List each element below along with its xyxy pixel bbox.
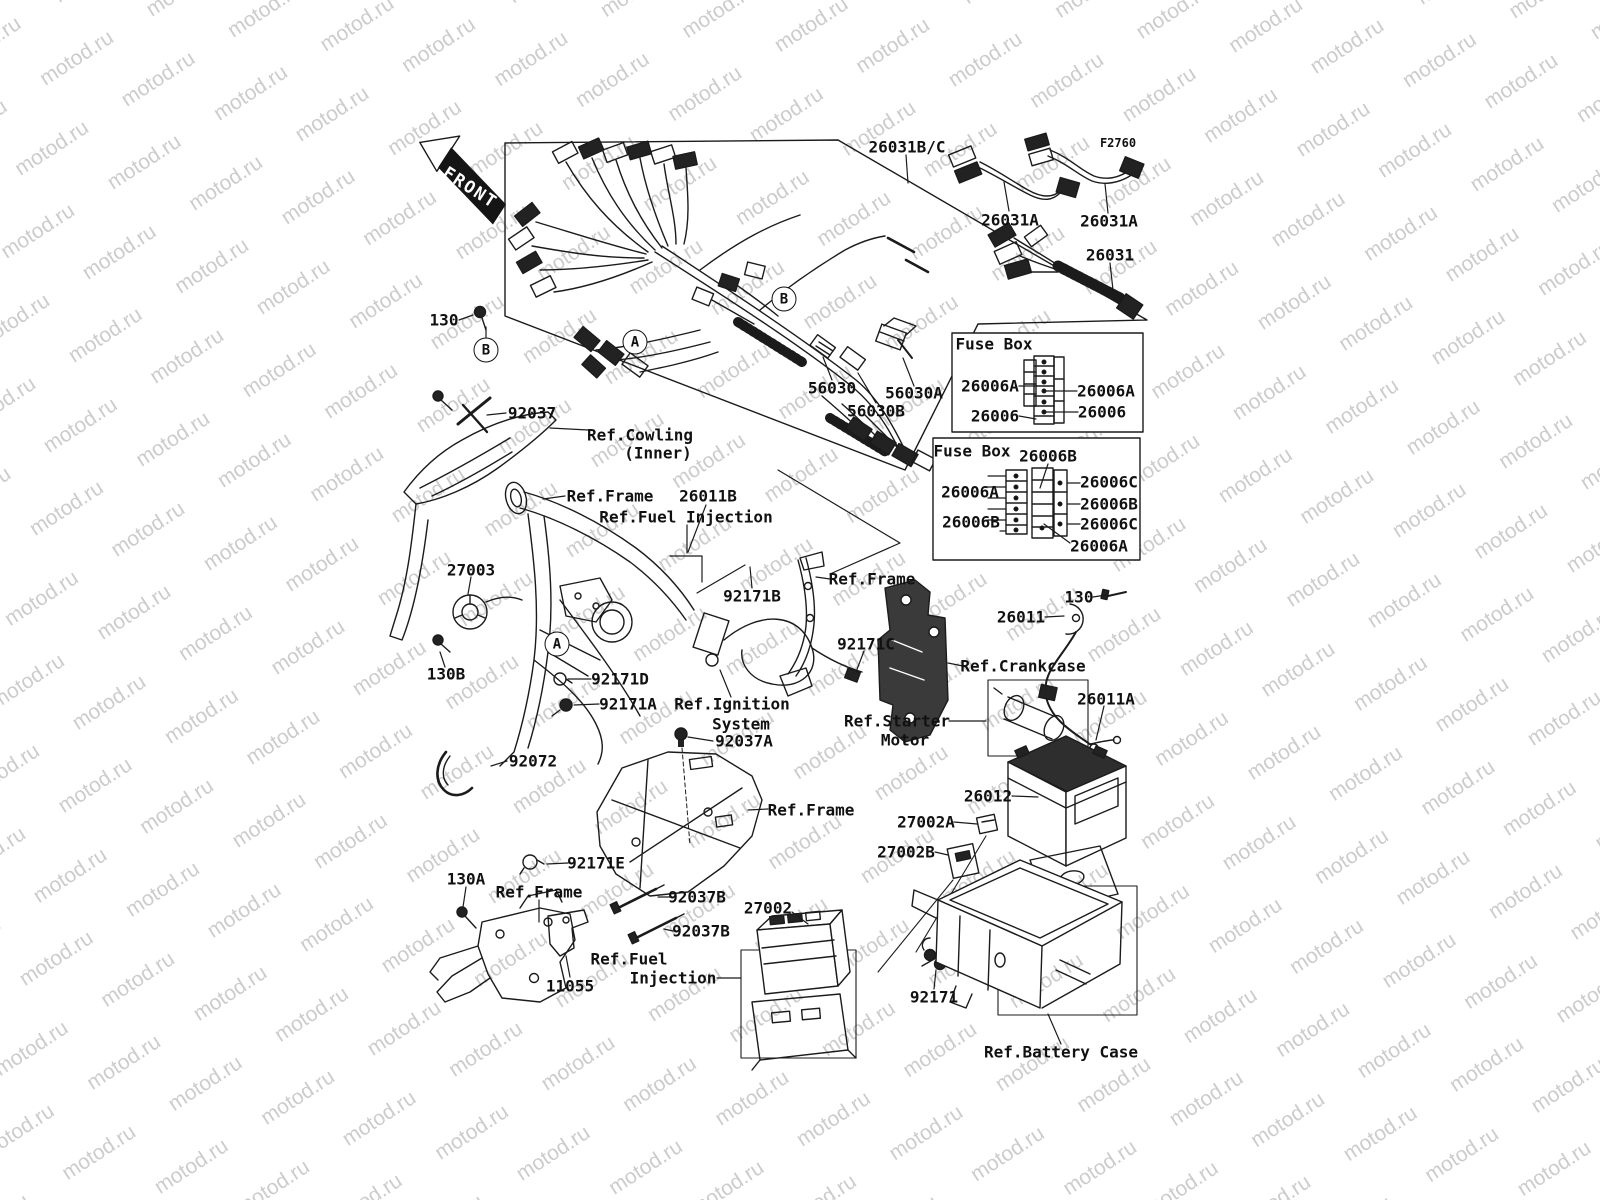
part-label: Ref.Cowling	[587, 425, 693, 445]
part-label: 56030	[807, 378, 857, 398]
part-label: 92037	[507, 403, 557, 423]
part-label: (Inner)	[624, 443, 692, 463]
callout-circle-b: B	[771, 286, 797, 312]
part-label: 27002	[743, 898, 793, 918]
part-label: System	[712, 714, 770, 734]
part-label: 26006C	[1080, 472, 1138, 492]
part-label: 26006B	[1080, 494, 1138, 514]
part-label: 26012	[963, 786, 1013, 806]
part-label: Fuse Box	[955, 334, 1033, 354]
part-label: Ref.Crankcase	[960, 656, 1086, 676]
part-label: 26031A	[1080, 211, 1138, 231]
part-label: Ref.Frame	[566, 486, 654, 506]
part-label: Fuse Box	[933, 441, 1011, 461]
part-label: 92171D	[591, 669, 649, 689]
part-label: 56030B	[847, 401, 905, 421]
part-label: 26006B	[1019, 446, 1077, 466]
leader-lines	[439, 154, 1114, 1045]
part-label: 92037A	[715, 731, 773, 751]
fuse-box-1	[951, 332, 1144, 433]
part-label: Ref.Starter	[844, 711, 950, 731]
part-label: 130	[429, 310, 459, 330]
part-label: Ref.Battery Case	[983, 1042, 1139, 1062]
callout-circle-b: B	[473, 337, 499, 363]
part-label: F2760	[1099, 136, 1137, 150]
part-label: 27003	[446, 560, 496, 580]
part-label: 92171C	[837, 634, 895, 654]
part-label: 11055	[545, 976, 595, 996]
part-label: 92171A	[599, 694, 657, 714]
part-label: Ref.Fuel	[590, 949, 668, 969]
part-label: 92171B	[723, 586, 781, 606]
callout-circle-a: A	[544, 631, 570, 657]
part-label: 92171E	[567, 853, 625, 873]
part-label: Injection	[629, 968, 717, 988]
part-label: 26011	[996, 607, 1046, 627]
part-label: 92171	[909, 987, 959, 1007]
part-label: 26006A	[1077, 381, 1135, 401]
part-label: Ref.Frame	[828, 569, 916, 589]
part-label: 26031B/C	[868, 137, 946, 157]
part-label: 26011A	[1077, 689, 1135, 709]
part-label: 92037B	[672, 921, 730, 941]
part-label: 26006A	[961, 376, 1019, 396]
part-label: 92072	[508, 751, 558, 771]
part-label: Ref.Fuel Injection	[599, 507, 773, 527]
harness-enclosure	[504, 139, 1148, 471]
part-label: 130B	[426, 664, 466, 684]
callout-circle-a: A	[622, 329, 648, 355]
part-label: 26006B	[942, 512, 1000, 532]
part-label: 26006A	[941, 482, 999, 502]
part-label: 130	[1064, 587, 1094, 607]
part-label: 26031A	[981, 210, 1039, 230]
part-label: Ref.Frame	[767, 800, 855, 820]
part-label: 130A	[446, 869, 486, 889]
part-label: 26006	[1077, 402, 1127, 422]
part-label: 27002A	[897, 812, 955, 832]
part-label: 92037B	[668, 887, 726, 907]
part-label: 26006	[970, 406, 1020, 426]
fuse-box-2	[932, 437, 1141, 561]
part-label: 26011B	[679, 486, 737, 506]
part-label: Motor	[880, 730, 930, 750]
part-label: 26031	[1085, 245, 1135, 265]
part-label: 26006A	[1070, 536, 1128, 556]
part-label: Ref.Ignition	[674, 694, 790, 714]
part-label: 26006C	[1080, 514, 1138, 534]
part-label: 56030A	[885, 383, 943, 403]
part-label: Ref.Frame	[495, 882, 583, 902]
part-label: 27002B	[877, 842, 935, 862]
